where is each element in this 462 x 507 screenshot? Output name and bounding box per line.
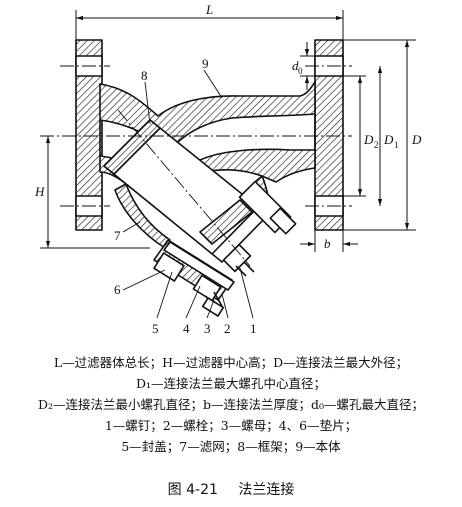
legend-line-2: D₁—连接法兰最大螺孔中心直径； xyxy=(135,376,327,391)
part-2: 2 xyxy=(224,321,231,336)
figure-title: 法兰连接 xyxy=(238,482,295,498)
part-6: 6 xyxy=(114,282,121,297)
dim-L: L xyxy=(205,2,213,17)
svg-text:0: 0 xyxy=(298,66,303,76)
part-7: 7 xyxy=(114,228,121,243)
bolt-head-left xyxy=(153,252,185,282)
dim-b: b xyxy=(324,236,331,251)
dim-D2: D 2 xyxy=(363,132,379,150)
part-8: 8 xyxy=(141,68,148,83)
legend-line-3: D₂—连接法兰最小螺孔直径；b—连接法兰厚度；d₀—螺孔最大直径； xyxy=(37,397,425,412)
figure-caption: 图 4-21 法兰连接 xyxy=(0,479,462,499)
strainer-drawing: L H D D 1 D 2 d 0 b 8 9 7 6 5 4 3 2 1 xyxy=(34,2,422,336)
part-1: 1 xyxy=(250,321,257,336)
leader-lines xyxy=(122,69,254,319)
legend-line-1: L—过滤器体总长；H—过滤器中心高；D—连接法兰最大外径； xyxy=(53,355,409,370)
filter-frame xyxy=(103,119,161,175)
body-lower-wall-right xyxy=(199,148,316,183)
part-3: 3 xyxy=(204,321,211,336)
bolt-nut-bottom xyxy=(192,274,222,302)
part-4: 4 xyxy=(183,321,190,336)
svg-text:2: 2 xyxy=(374,140,379,150)
dim-d0: d 0 xyxy=(292,58,303,76)
dimensions xyxy=(40,10,416,252)
svg-text:D: D xyxy=(363,132,374,147)
gasket-6 xyxy=(163,241,235,291)
figure-number: 图 4-21 xyxy=(167,482,218,498)
legend-line-5: 5—封盖；7—滤网；8—框架；9—本体 xyxy=(121,439,341,454)
part-9: 9 xyxy=(202,56,209,71)
dim-D1: D 1 xyxy=(383,132,399,150)
legend-line-4: 1—螺钉；2—螺栓；3—螺母；4、6—垫片； xyxy=(104,418,358,433)
svg-text:1: 1 xyxy=(394,140,399,150)
part-5: 5 xyxy=(152,321,159,336)
dim-D: D xyxy=(411,132,422,147)
svg-text:d: d xyxy=(292,58,299,73)
svg-text:D: D xyxy=(383,132,394,147)
dim-H: H xyxy=(34,184,45,199)
center-lines xyxy=(40,65,352,267)
